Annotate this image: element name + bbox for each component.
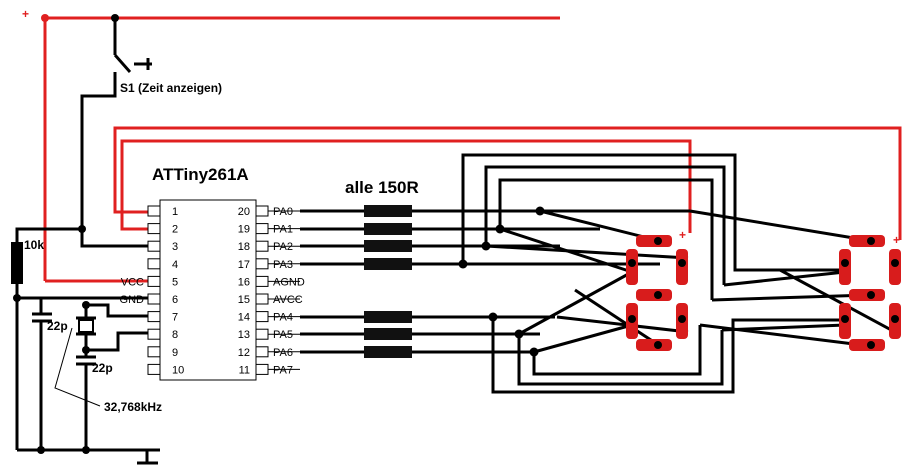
pin-number-left: 5: [172, 276, 178, 288]
pin-number-right: 12: [238, 347, 250, 359]
pin-name-right: PA5: [273, 329, 293, 341]
pin-pad-right: [255, 205, 269, 217]
pin-pad-right: [255, 363, 269, 375]
wiring-junctions: [458, 206, 545, 357]
pin-name-right: PA6: [273, 347, 293, 359]
pin-name-left: VCC: [121, 276, 144, 288]
pin-number-right: 19: [238, 224, 250, 236]
pin-number-right: 20: [238, 206, 250, 218]
cap2-label: 22p: [92, 361, 113, 375]
pin-pad-left: [147, 293, 161, 305]
pin-pad-left: [147, 275, 161, 287]
pullup-label: 10k: [24, 238, 44, 252]
pin-name-right: AGND: [273, 276, 305, 288]
pin-name-right: AVCC: [273, 294, 303, 306]
pin-pad-left: [147, 311, 161, 323]
switch-label: S1 (Zeit anzeigen): [120, 81, 222, 95]
pin-number-right: 18: [238, 241, 250, 253]
pin-number-left: 10: [172, 364, 184, 376]
pin-pad-left: [147, 346, 161, 358]
pin-pad-left: [147, 223, 161, 235]
pin-pad-right: [255, 275, 269, 287]
pin-number-left: 3: [172, 241, 178, 253]
pin-pad-right: [255, 223, 269, 235]
pin-name-right: PA4: [273, 312, 293, 324]
pin-number-left: 6: [172, 294, 178, 306]
seven-segment-display-1: [626, 235, 688, 351]
pin-pad-left: [147, 328, 161, 340]
xtal-junction-2: [82, 346, 90, 354]
pin-number-right: 17: [238, 259, 250, 271]
pin-number-left: 4: [172, 259, 178, 271]
supply-junction: [41, 14, 49, 22]
pin-number-left: 9: [172, 347, 178, 359]
pin-number-left: 8: [172, 329, 178, 341]
switch-junction: [111, 14, 119, 22]
pin-pad-right: [255, 311, 269, 323]
pin-number-right: 13: [238, 329, 250, 341]
crystal-pointer: [54, 327, 101, 407]
pin-number-left: 2: [172, 224, 178, 236]
pullup-resistor: [11, 227, 82, 450]
pin-name-right: PA1: [273, 224, 293, 236]
plus-sign: +: [22, 7, 29, 21]
pin-name-right: PA2: [273, 241, 293, 253]
xtal-junction-1: [82, 301, 90, 309]
switch-s1: [80, 18, 152, 248]
pin-pad-left: [147, 240, 161, 252]
pin-name-right: PA7: [273, 364, 293, 376]
segment-wiring: [461, 153, 896, 394]
display1-plus-sign: +: [679, 228, 686, 242]
resistor-array: [300, 205, 690, 358]
pin-number-left: 7: [172, 312, 178, 324]
display2-plus-sign: +: [893, 233, 900, 247]
capacitor-2: [76, 355, 96, 450]
pin-pad-left: [147, 258, 161, 270]
pin-name-left: GND: [120, 294, 145, 306]
pin-pad-right: [255, 258, 269, 270]
pin-pad-right: [255, 346, 269, 358]
supply-wires: [43, 16, 902, 283]
pin-pad-right: [255, 240, 269, 252]
chip-pins-left: 1 2 3 4 5 VCC 6 GND 7 8 9 10: [120, 205, 184, 376]
pin-pad-left: [147, 205, 161, 217]
crystal-label: 32,768kHz: [104, 400, 162, 414]
pin-number-right: 15: [238, 294, 250, 306]
pin-number-left: 1: [172, 206, 178, 218]
pin-pad-right: [255, 328, 269, 340]
pin-name-right: PA3: [273, 259, 293, 271]
seven-segment-display-2: [839, 235, 901, 351]
pin-number-right: 11: [239, 364, 250, 376]
chip-body: [159, 199, 257, 381]
pin-pad-right: [255, 293, 269, 305]
resistor-group-label: alle 150R: [345, 178, 419, 197]
pin-pad-left: [147, 363, 161, 375]
pin-number-right: 16: [238, 276, 250, 288]
capacitor-1: [32, 298, 52, 450]
pin-number-right: 14: [238, 312, 250, 324]
pin-name-right: PA0: [273, 206, 293, 218]
chip-name: ATTiny261A: [152, 165, 249, 184]
cap1-label: 22p: [47, 319, 68, 333]
